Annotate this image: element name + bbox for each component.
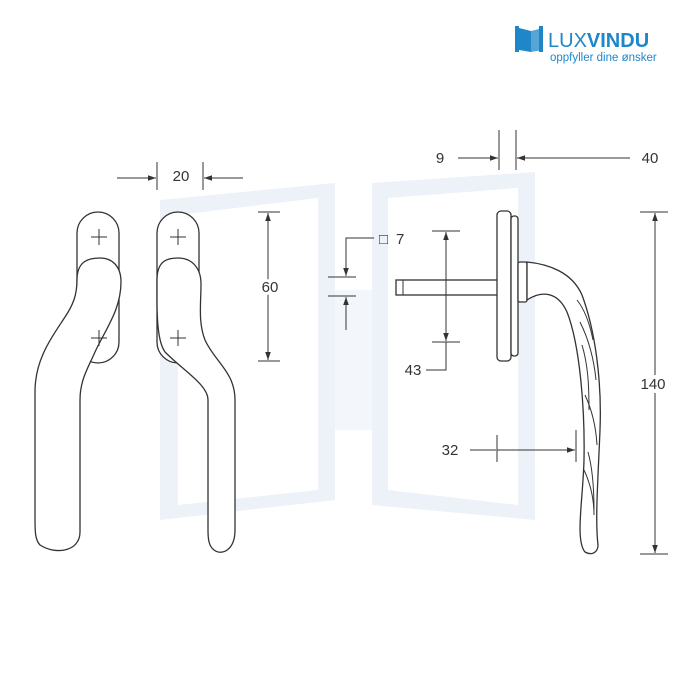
dimension-hole-spacing: 60	[258, 211, 281, 362]
lever-grooves	[576, 299, 598, 516]
logo-brand-bold: VINDU	[587, 30, 649, 52]
logo-brand-light: LUX	[548, 30, 587, 52]
spindle-square-symbol: □	[379, 231, 388, 248]
screw-hole-top-icon	[170, 229, 186, 245]
dimension-grip-offset: 32	[442, 430, 577, 462]
dimension-spindle-length: 43	[405, 230, 460, 379]
handle-cover-plate-view	[34, 211, 122, 552]
handle-outline-middle	[156, 257, 236, 553]
dimension-hole-spacing-label: 60	[262, 279, 279, 296]
logo-brand-text: LUXVINDU	[548, 30, 649, 52]
watermark-center-post	[335, 290, 372, 430]
spindle-bar	[395, 279, 500, 296]
dimension-spindle-length-label: 43	[405, 362, 422, 379]
rose-cover-side	[510, 215, 519, 357]
rose-plate-side	[496, 210, 512, 362]
dimension-grip-offset-label: 32	[442, 442, 459, 459]
screw-hole-bottom-icon	[170, 330, 186, 346]
dimension-rose-and-depth: 9 40	[436, 130, 659, 170]
luxvindu-logo: LUXVINDU oppfyller dine ønsker	[515, 26, 657, 64]
dimension-handle-length-label: 140	[640, 376, 665, 393]
logo-window-icon	[515, 26, 543, 52]
dimension-rose-thickness-label: 9	[436, 150, 444, 167]
handle-outline-left	[34, 257, 122, 552]
spindle-square-value: 7	[396, 231, 404, 248]
dimension-handle-depth-label: 40	[642, 150, 659, 167]
dimension-width: 20	[117, 162, 243, 190]
dimension-spindle-square: □ 7	[328, 231, 404, 330]
handle-lever-side	[526, 261, 601, 555]
dimension-width-label: 20	[173, 168, 190, 185]
handle-neck	[517, 261, 528, 303]
logo-tagline: oppfyller dine ønsker	[550, 52, 657, 64]
dimension-handle-length: 140	[636, 211, 670, 555]
handle-side-view	[395, 210, 601, 555]
screw-hole-bottom-icon	[91, 330, 107, 346]
handle-front-view	[156, 211, 236, 553]
watermark-right-panel	[372, 172, 535, 520]
screw-hole-top-icon	[91, 229, 107, 245]
